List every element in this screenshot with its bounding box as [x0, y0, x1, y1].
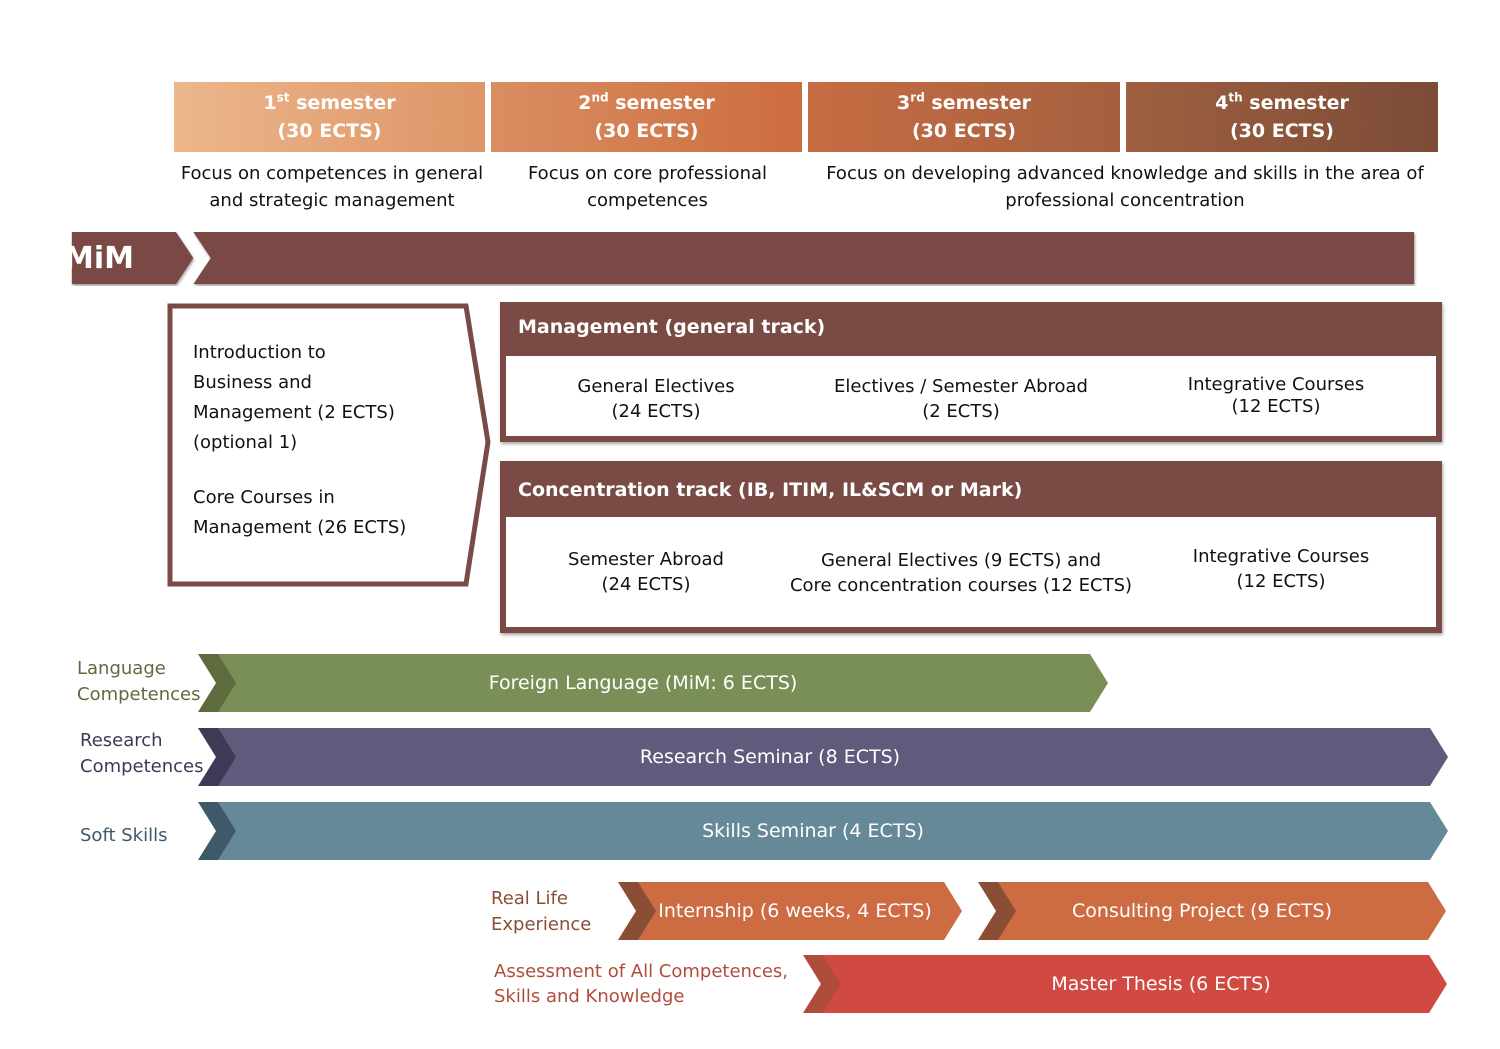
cell-line: General Electives (9 ECTS) and — [820, 550, 1102, 571]
internship-bar — [618, 882, 962, 940]
cell-line: (24 ECTS) — [611, 401, 701, 422]
track-body: General Electives (24 ECTS) Electives / … — [506, 356, 1436, 436]
focus-semester-3-4: Focus on developing advanced knowledge a… — [808, 160, 1442, 214]
foreign-language-label: Foreign Language (MiM: 6 ECTS) — [488, 672, 798, 694]
master-thesis-bar — [803, 955, 1447, 1013]
semester-suffix: st — [276, 90, 290, 105]
skills-seminar-bar — [198, 802, 1448, 860]
real-life-experience-label: Real Life Experience — [491, 886, 591, 938]
semester-ects: (30 ECTS) — [594, 120, 699, 142]
side-label-line: Experience — [491, 914, 592, 935]
core-line: Core Courses in — [193, 487, 335, 508]
management-track-box: Management (general track) General Elect… — [500, 302, 1442, 442]
core-course-text: Core Courses in Management (26 ECTS) — [193, 483, 406, 543]
consulting-project-bar — [978, 882, 1446, 940]
semester-number: 1 — [263, 92, 277, 114]
program-label: MiM — [64, 241, 134, 276]
track-cell: General Electives (24 ECTS) — [546, 374, 766, 424]
semester-word: semester — [615, 92, 715, 114]
internship-label: Internship (6 weeks, 4 ECTS) — [658, 900, 932, 922]
track-title: Management (general track) — [518, 316, 826, 338]
assessment-label: Assessment of All Competences, Skills an… — [494, 959, 788, 1009]
side-label-line: Real Life — [491, 888, 568, 909]
side-label-line: Skills and Knowledge — [494, 986, 685, 1007]
semester-ects: (30 ECTS) — [277, 120, 382, 142]
semester-number: 3 — [897, 92, 911, 114]
focus-semester-1: Focus on competences in general and stra… — [174, 160, 490, 214]
semester-number: 2 — [578, 92, 592, 114]
track-title: Concentration track (IB, ITIM, IL&SCM or… — [518, 479, 1023, 501]
semester-1-header: 1st semester (30 ECTS) — [174, 82, 485, 152]
semester-number: 4 — [1215, 92, 1229, 114]
skills-seminar-label: Skills Seminar (4 ECTS) — [702, 820, 924, 842]
cell-line: (2 ECTS) — [922, 401, 1000, 422]
cell-line: Electives / Semester Abroad — [834, 376, 1088, 397]
semester-4-header: 4th semester (30 ECTS) — [1126, 82, 1438, 152]
mim-program-bar — [71, 232, 1415, 285]
intro-line: Introduction to — [193, 342, 326, 363]
side-label-line: Research — [80, 730, 163, 751]
cell-line: Integrative Courses — [1192, 546, 1370, 567]
semester-word: semester — [931, 92, 1031, 114]
cell-line: Core concentration courses (12 ECTS) — [789, 575, 1133, 596]
consulting-project-label: Consulting Project (9 ECTS) — [1072, 900, 1332, 922]
intro-line: Management (2 ECTS) — [193, 402, 395, 423]
track-cell: Semester Abroad (24 ECTS) — [536, 547, 756, 597]
semester-word: semester — [296, 92, 396, 114]
focus-line: and strategic management — [209, 190, 455, 211]
focus-line: professional concentration — [1005, 190, 1245, 211]
track-body: Semester Abroad (24 ECTS) General Electi… — [506, 517, 1436, 627]
cell-line: Integrative Courses — [1187, 374, 1365, 395]
research-competences-label: Research Competences — [80, 728, 204, 780]
semester-suffix: rd — [910, 90, 925, 105]
cell-line: (12 ECTS) — [1231, 396, 1321, 417]
semester-2-header: 2nd semester (30 ECTS) — [491, 82, 802, 152]
side-label-line: Soft Skills — [80, 825, 168, 846]
side-label-line: Competences — [77, 684, 201, 705]
core-line: Management (26 ECTS) — [193, 517, 407, 538]
track-cell: Integrative Courses (12 ECTS) — [1171, 544, 1391, 594]
cell-line: General Electives — [577, 376, 735, 397]
focus-line: Focus on developing advanced knowledge a… — [826, 163, 1424, 184]
track-cell: Electives / Semester Abroad (2 ECTS) — [806, 374, 1116, 424]
side-label-line: Assessment of All Competences, — [494, 961, 789, 982]
semester-ects: (30 ECTS) — [1230, 120, 1334, 142]
side-label-line: Language — [77, 658, 166, 679]
foreign-language-bar — [198, 654, 1108, 712]
semester-3-header: 3rd semester (30 ECTS) — [808, 82, 1120, 152]
research-seminar-bar — [198, 728, 1448, 786]
soft-skills-label: Soft Skills — [80, 823, 167, 849]
cell-line: (12 ECTS) — [1236, 571, 1326, 592]
track-cell: General Electives (9 ECTS) and Core conc… — [776, 548, 1146, 598]
research-seminar-label: Research Seminar (8 ECTS) — [639, 746, 901, 768]
cell-line: Semester Abroad — [568, 549, 724, 570]
focus-line: competences — [587, 190, 708, 211]
concentration-track-box: Concentration track (IB, ITIM, IL&SCM or… — [500, 461, 1442, 633]
semester-word: semester — [1249, 92, 1349, 114]
focus-semester-2: Focus on core professional competences — [491, 160, 804, 214]
semester-suffix: nd — [591, 90, 609, 105]
track-cell: Integrative Courses (12 ECTS) — [1166, 374, 1386, 418]
intro-core-box — [167, 303, 491, 587]
intro-course-text: Introduction to Business and Management … — [193, 338, 395, 458]
side-label-line: Competences — [80, 756, 204, 777]
focus-line: Focus on competences in general — [180, 163, 484, 184]
intro-line: (optional 1) — [193, 432, 298, 453]
master-thesis-label: Master Thesis (6 ECTS) — [1051, 973, 1271, 995]
focus-line: Focus on core professional — [527, 163, 768, 184]
language-competences-label: Language Competences — [77, 656, 201, 708]
semester-suffix: th — [1228, 90, 1243, 105]
semester-ects: (30 ECTS) — [912, 120, 1016, 142]
intro-line: Business and — [193, 372, 312, 393]
cell-line: (24 ECTS) — [601, 574, 691, 595]
